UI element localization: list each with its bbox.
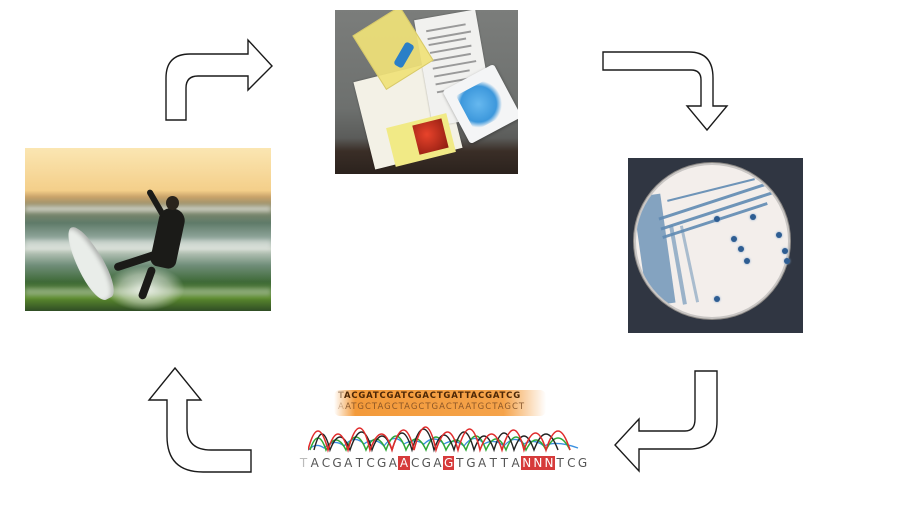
base-mismatch: G (443, 456, 455, 470)
base: T (299, 456, 308, 470)
base: T (355, 456, 364, 470)
base: G (377, 456, 387, 470)
arrow-culture-to-sequencing (613, 369, 721, 473)
surfer-silhouette (149, 205, 187, 271)
base: A (344, 456, 353, 470)
curved-arrow-up-icon (147, 366, 252, 473)
base: G (466, 456, 476, 470)
chromatogram-traces (308, 426, 579, 454)
base: T (456, 456, 464, 470)
base: A (433, 456, 442, 470)
curved-arrow-right-icon (165, 38, 273, 121)
base: G (421, 456, 431, 470)
bacterial-streak (636, 165, 788, 317)
dna-sequence-chromatogram: TACGATCGATCGACTGATTACGATCG AATGCTAGCTAGC… (298, 388, 588, 474)
base: C (366, 456, 375, 470)
arrow-kit-to-culture (601, 50, 731, 132)
base-calls: T A C G A T C G A A C G A G T G A T T A … (298, 456, 588, 470)
base-mismatch: A (398, 456, 410, 470)
base: G (332, 456, 342, 470)
base: C (321, 456, 331, 470)
surfing-photo (25, 148, 271, 311)
base: A (310, 456, 319, 470)
base: T (556, 456, 564, 470)
base: T (489, 456, 497, 470)
base-ambiguous: N (543, 456, 555, 470)
top-strand-sequence: TACGATCGATCGACTGATTACGATCG (338, 391, 521, 401)
base: A (477, 456, 487, 470)
curved-arrow-left-icon (614, 370, 718, 473)
base-ambiguous: N (532, 456, 544, 470)
arrow-surf-to-kit (164, 38, 276, 122)
complement-strand-sequence: AATGCTAGCTAGCTGACTAATGCTAGCT (338, 402, 526, 412)
base: C (567, 456, 576, 470)
base: G (577, 456, 588, 470)
base-ambiguous: N (521, 456, 533, 470)
arrow-sequencing-to-surf (147, 366, 253, 474)
alignment-highlight-band (334, 390, 546, 416)
curved-arrow-down-icon (602, 51, 729, 132)
base: A (511, 456, 520, 470)
petri-dish-photo (628, 158, 803, 333)
base: T (500, 456, 509, 470)
base: A (388, 456, 397, 470)
base: C (410, 456, 420, 470)
sampling-kit-photo (335, 10, 518, 174)
